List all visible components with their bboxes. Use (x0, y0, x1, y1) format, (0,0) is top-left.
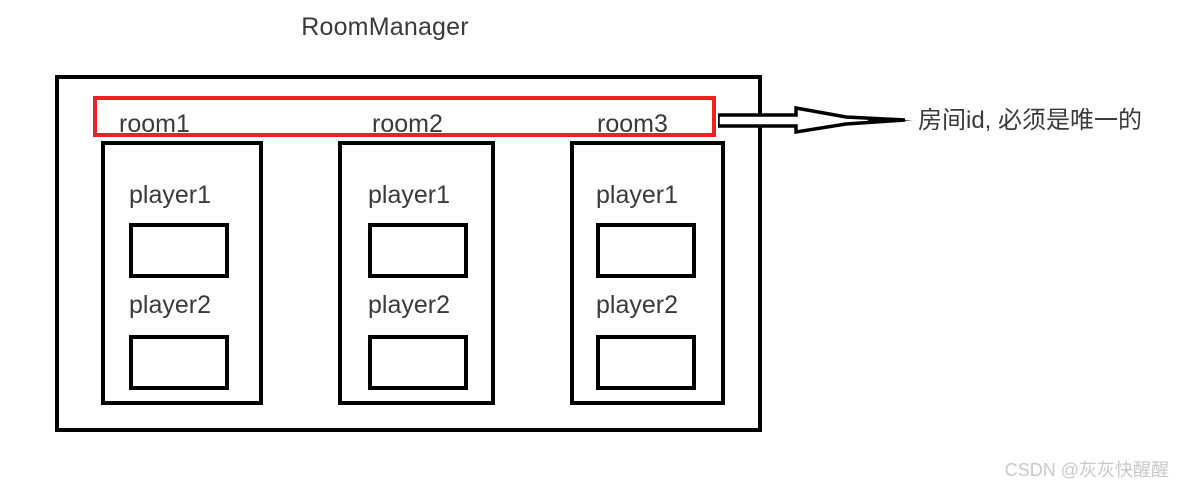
player-label-room3-player2: player2 (596, 291, 678, 319)
watermark: CSDN @灰灰快醒醒 (1004, 460, 1169, 481)
room-box-room2: player1 player2 (338, 141, 495, 405)
annotation-label: 房间id, 必须是唯一的 (918, 107, 1143, 134)
player-slot-room1-player1 (129, 223, 229, 278)
player-slot-room3-player2 (596, 335, 696, 390)
room-id-label-1: room1 (119, 110, 190, 138)
room-box-room1: player1 player2 (101, 141, 263, 405)
player-slot-room2-player2 (368, 335, 468, 390)
player-label-room1-player2: player2 (129, 291, 211, 319)
player-label-room3-player1: player1 (596, 181, 678, 209)
room-id-highlight-box: room1 room2 room3 (93, 96, 716, 137)
player-slot-room3-player1 (596, 223, 696, 278)
player-label-room2-player1: player1 (368, 181, 450, 209)
room-manager-container (55, 75, 762, 432)
room-box-room3: player1 player2 (570, 141, 725, 405)
room-id-label-3: room3 (597, 110, 668, 138)
player-slot-room1-player2 (129, 335, 229, 390)
page-title: RoomManager (301, 13, 469, 41)
player-label-room1-player1: player1 (129, 181, 211, 209)
hollow-arrow-right-icon (718, 105, 913, 135)
room-id-label-2: room2 (372, 110, 443, 138)
player-label-room2-player2: player2 (368, 291, 450, 319)
player-slot-room2-player1 (368, 223, 468, 278)
